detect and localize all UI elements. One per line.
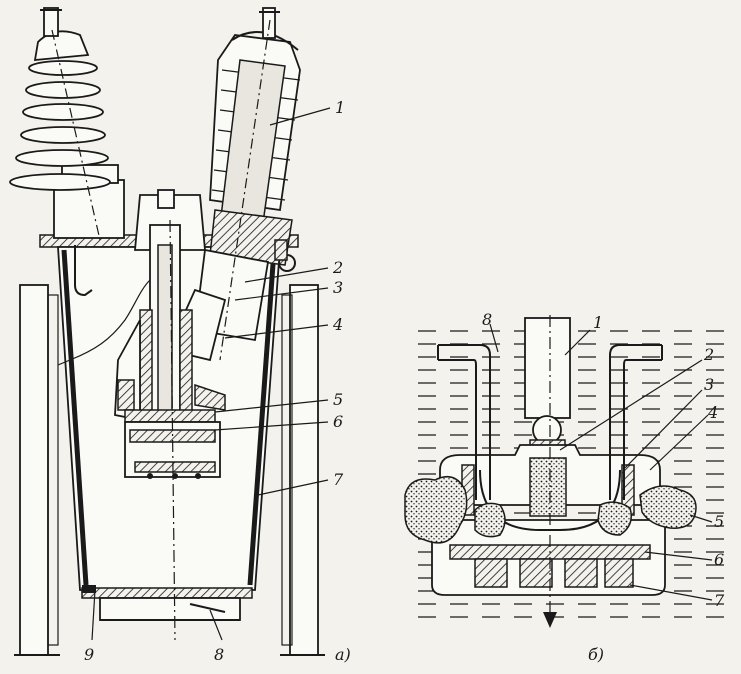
bottom-tray [81,587,253,599]
right-bushing [166,7,301,362]
gas-bubble-right [639,485,697,529]
figure-a-drawing [9,7,331,656]
fig-a-label-8: 8 [214,645,224,664]
left-support-post [19,284,49,656]
fig-b-label-2: 2 [703,345,714,364]
fig-a-label-6: 6 [333,412,343,431]
fig-a-caption: а) [335,645,351,664]
fig-b-label-7: 7 [714,591,725,610]
fig-a-label-3: 3 [333,278,343,297]
fig-a-label-4: 4 [332,315,343,334]
left-insulator [9,7,125,241]
fig-b-label-6: 6 [714,550,724,569]
figure-b-drawing [404,315,730,628]
right-support-post [289,284,319,656]
fig-b-label-4: 4 [707,403,718,422]
fig-b-label-3: 3 [704,375,714,394]
fig-a-label-5: 5 [333,390,343,409]
fig-a-label-7: 7 [333,470,344,489]
fig-a-label-2: 2 [332,258,343,277]
gas-bubble-left [404,475,468,544]
fig-b-label-8: 8 [482,310,492,329]
core-assembly [114,189,226,641]
fig-a-label-9: 9 [84,645,94,664]
fig-b-label-1: 1 [593,313,603,332]
contact-rod [524,317,571,419]
fig-b-label-5: 5 [714,512,724,531]
fig-a-label-1: 1 [335,98,345,117]
fig-b-caption: б) [588,645,604,664]
